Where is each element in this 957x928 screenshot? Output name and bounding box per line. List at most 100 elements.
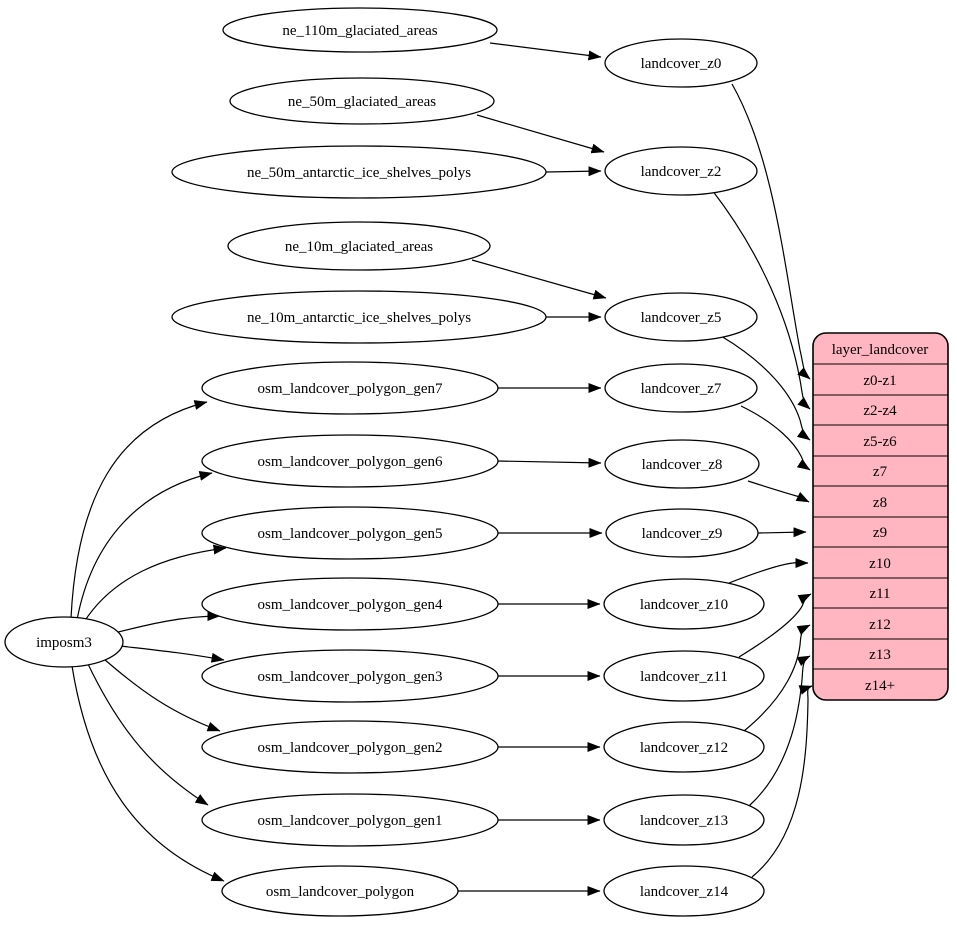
edge-z12-row bbox=[743, 624, 811, 732]
table-row-z7: z7 bbox=[873, 464, 888, 480]
node-z8-shape bbox=[604, 439, 760, 489]
table-row-z12: z12 bbox=[869, 617, 891, 633]
table-row-z0-z1: z0-z1 bbox=[863, 373, 896, 389]
node-z13-label: landcover_z13 bbox=[640, 813, 728, 829]
node-z2-label: landcover_z2 bbox=[641, 164, 722, 180]
node-z14-label: landcover_z14 bbox=[640, 884, 729, 900]
edge-z2-row bbox=[711, 189, 811, 410]
node-z13-shape bbox=[603, 794, 765, 846]
node-gen7-shape bbox=[201, 361, 499, 415]
node-ne-110m-glaciated-areas: ne_110m_glaciated_areas bbox=[222, 7, 498, 53]
layer-landcover-table: layer_landcover z0-z1 z2-z4 z5-z6 z7 z8 … bbox=[812, 332, 949, 701]
table-row-z14plus: z14+ bbox=[865, 678, 895, 694]
node-gen4-label: osm_landcover_polygon_gen4 bbox=[258, 597, 443, 613]
node-z14-shape bbox=[603, 865, 765, 917]
node-landcover-z14: landcover_z14 bbox=[603, 865, 765, 917]
edge-imposm3-gen3 bbox=[119, 645, 225, 663]
node-landcover-z8: landcover_z8 bbox=[604, 439, 760, 489]
edge-imposm3-gen5 bbox=[83, 544, 227, 623]
node-ne-10m-ant-shape bbox=[171, 290, 547, 344]
edge-imposm3-poly bbox=[71, 665, 225, 882]
node-poly-label: osm_landcover_polygon bbox=[266, 884, 415, 900]
node-z0-label: landcover_z0 bbox=[641, 56, 722, 72]
node-z7-shape bbox=[604, 363, 758, 413]
node-imposm3-label: imposm3 bbox=[36, 635, 92, 651]
node-osm-landcover-polygon-gen6: osm_landcover_polygon_gen6 bbox=[201, 434, 499, 488]
node-z11-label: landcover_z11 bbox=[640, 669, 728, 685]
node-osm-landcover-polygon-gen3: osm_landcover_polygon_gen3 bbox=[201, 649, 499, 703]
node-poly-shape bbox=[221, 865, 459, 917]
node-gen6-label: osm_landcover_polygon_gen6 bbox=[258, 454, 443, 470]
node-gen2-shape bbox=[201, 720, 499, 774]
node-z12-shape bbox=[603, 721, 765, 773]
node-gen5-label: osm_landcover_polygon_gen5 bbox=[258, 526, 443, 542]
edge-z10-row bbox=[728, 557, 809, 584]
node-ne-50m-antarctic-ice-shelves-polys: ne_50m_antarctic_ice_shelves_polys bbox=[171, 145, 547, 199]
node-imposm3: imposm3 bbox=[4, 616, 124, 668]
node-osm-landcover-polygon-gen5: osm_landcover_polygon_gen5 bbox=[201, 506, 499, 560]
edge-z9-row bbox=[757, 527, 807, 538]
node-ne-110m-shape bbox=[222, 7, 498, 53]
node-ne-10m-antarctic-ice-shelves-polys: ne_10m_antarctic_ice_shelves_polys bbox=[171, 290, 547, 344]
node-osm-landcover-polygon-gen1: osm_landcover_polygon_gen1 bbox=[201, 793, 499, 847]
node-landcover-z11: landcover_z11 bbox=[603, 650, 765, 702]
node-landcover-z10: landcover_z10 bbox=[603, 578, 765, 630]
node-ne-50m-shape bbox=[229, 77, 495, 125]
node-z0-shape bbox=[604, 38, 758, 88]
edge-gen6-z8 bbox=[497, 457, 602, 468]
node-gen7-label: osm_landcover_polygon_gen7 bbox=[258, 381, 443, 397]
node-landcover-z5: landcover_z5 bbox=[604, 292, 758, 342]
table-row-z9: z9 bbox=[873, 525, 887, 541]
node-z9-label: landcover_z9 bbox=[642, 526, 723, 542]
node-gen1-shape bbox=[201, 793, 499, 847]
node-landcover-z13: landcover_z13 bbox=[603, 794, 765, 846]
edge-imposm3-gen7 bbox=[70, 400, 208, 619]
node-gen3-shape bbox=[201, 649, 499, 703]
edge-imposm3-gen2 bbox=[103, 658, 221, 732]
node-osm-landcover-polygon-gen2: osm_landcover_polygon_gen2 bbox=[201, 720, 499, 774]
table-row-z13: z13 bbox=[869, 647, 891, 663]
edge-imposm3-gen1 bbox=[87, 663, 209, 806]
node-landcover-z9: landcover_z9 bbox=[605, 508, 759, 558]
edge-z5-row bbox=[720, 335, 811, 441]
node-osm-landcover-polygon-gen4: osm_landcover_polygon_gen4 bbox=[201, 577, 499, 631]
edge-z8-row bbox=[747, 480, 810, 503]
node-landcover-z12: landcover_z12 bbox=[603, 721, 765, 773]
node-z9-shape bbox=[605, 508, 759, 558]
node-ne-50m-label: ne_50m_glaciated_areas bbox=[288, 94, 436, 110]
table-row-z8: z8 bbox=[873, 495, 887, 511]
edge-z7-row bbox=[740, 405, 811, 471]
node-ne-10m-ant-label: ne_10m_antarctic_ice_shelves_polys bbox=[247, 310, 471, 326]
node-ne-10m-glaciated-areas: ne_10m_glaciated_areas bbox=[227, 221, 491, 271]
table-row-z5-z6: z5-z6 bbox=[863, 434, 897, 450]
node-gen5-shape bbox=[201, 506, 499, 560]
table-title: layer_landcover bbox=[832, 342, 929, 358]
node-ne-10m-label: ne_10m_glaciated_areas bbox=[285, 239, 433, 255]
node-z2-shape bbox=[604, 146, 758, 196]
node-z12-label: landcover_z12 bbox=[640, 740, 728, 756]
node-gen4-shape bbox=[201, 577, 499, 631]
node-landcover-z2: landcover_z2 bbox=[604, 146, 758, 196]
node-z5-shape bbox=[604, 292, 758, 342]
node-z5-label: landcover_z5 bbox=[641, 310, 722, 326]
node-ne-10m-shape bbox=[227, 221, 491, 271]
edge-ne50m-z2 bbox=[476, 114, 605, 154]
node-z8-label: landcover_z8 bbox=[642, 457, 723, 473]
table-row-z10: z10 bbox=[869, 556, 891, 572]
node-ne-110m-label: ne_110m_glaciated_areas bbox=[282, 23, 437, 39]
node-ne-50m-ant-shape bbox=[171, 145, 547, 199]
edge-imposm3-gen4 bbox=[109, 611, 221, 635]
edge-z0-row bbox=[731, 83, 811, 380]
node-gen1-label: osm_landcover_polygon_gen1 bbox=[258, 813, 443, 829]
node-z10-shape bbox=[603, 578, 765, 630]
node-osm-landcover-polygon: osm_landcover_polygon bbox=[221, 865, 459, 917]
edge-imposm3-gen6 bbox=[76, 471, 213, 621]
node-z11-shape bbox=[603, 650, 765, 702]
edge-z14-row bbox=[751, 685, 813, 878]
node-gen6-shape bbox=[201, 434, 499, 488]
node-gen2-label: osm_landcover_polygon_gen2 bbox=[258, 740, 443, 756]
node-imposm3-shape bbox=[4, 616, 124, 668]
edge-ne10m-z5 bbox=[471, 259, 607, 300]
